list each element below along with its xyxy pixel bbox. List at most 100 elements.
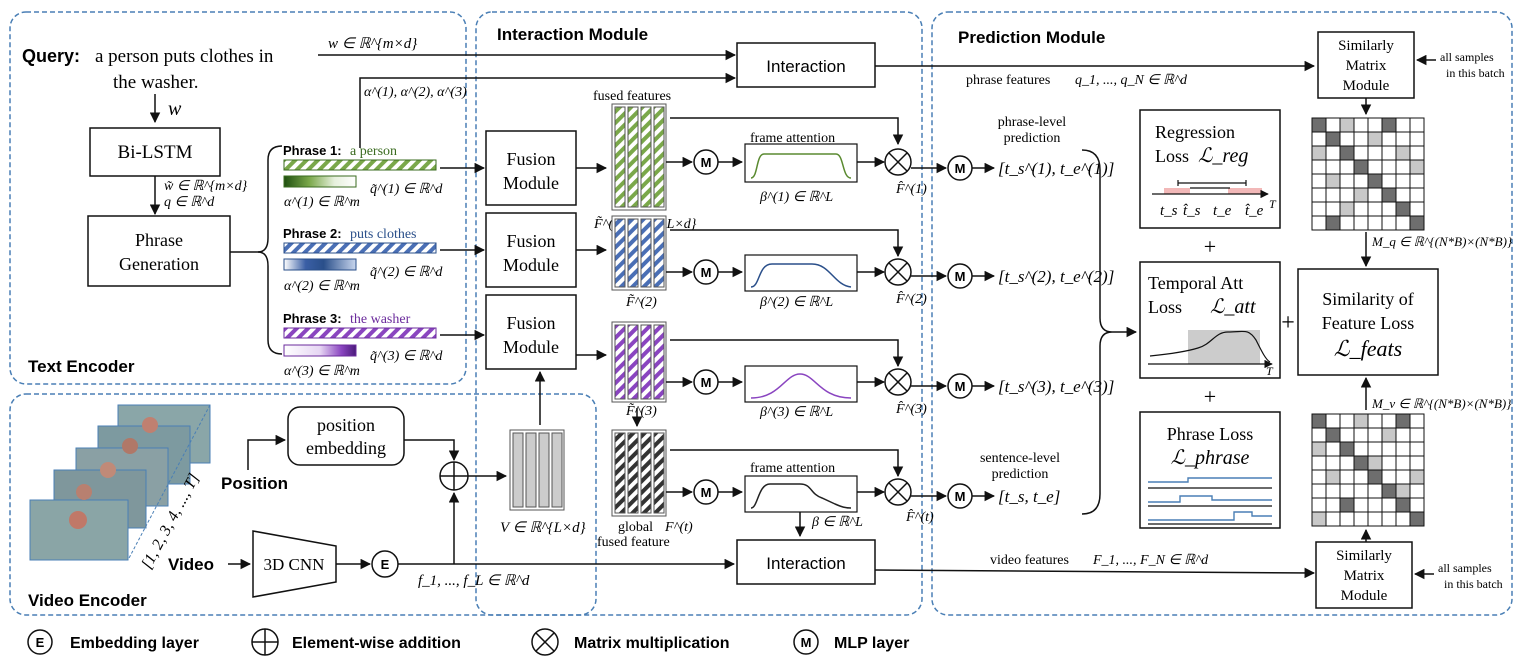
matrix-cell [1395,455,1411,471]
legend-embedding-icon [27,629,53,655]
matrix-cell [1395,511,1411,527]
att-line1: Temporal Att [1148,273,1243,293]
V-feature-stack [509,429,565,511]
video-label: Video [168,555,214,574]
matrix-cell [1409,131,1425,147]
matrix-cell [1311,145,1327,161]
matrix-cell [1395,413,1411,429]
Mv-label: M_v ∈ ℝ^{(N*B)×(N*B)} [1371,396,1512,411]
phrase-loss-box [1139,411,1281,529]
matrix-cell [1353,117,1369,133]
beta-1: β^(1) ∈ ℝ^L [759,190,833,205]
text-encoder-box [9,11,467,385]
matrix-cell [1395,131,1411,147]
matrix-cell [1325,441,1341,457]
matrix-cell [1409,455,1425,471]
matrix-cell [1339,441,1355,457]
legend-embedding-label: Embedding layer [70,635,199,652]
reg-sym: ℒ_reg [1198,145,1248,167]
matrix-cell [1409,201,1425,217]
matrix-cell [1325,427,1341,443]
matrix-cell [1353,469,1369,485]
fusion1-line2: Module [503,173,559,193]
F-hat-2: F̂^(2) [895,291,927,307]
matrix-cell [1381,497,1397,513]
matrix-cell [1339,159,1355,175]
matrix-cell [1325,145,1341,161]
legend-multiplication-label: Matrix multiplication [574,635,730,652]
phrase-generation-box [87,215,231,287]
matrix-cell [1353,497,1369,513]
sim-bottom-line3: Module [1341,588,1388,604]
prediction-row-2: M [947,263,996,289]
interaction-bottom-box [736,539,876,585]
matrix-cell [1381,131,1397,147]
phrase-loss-line1: Phrase Loss [1167,424,1254,444]
matrix-cell [1381,159,1397,175]
matrix-cell [1339,483,1355,499]
phrase2-embedding [283,242,437,254]
legend-embedding-symbol: E [36,635,45,650]
phrase-features-label: phrase features [966,73,1050,88]
matrix-cell [1353,201,1369,217]
matrix-cell [1311,131,1327,147]
video-frames-stack [29,404,211,561]
att-sym: ℒ_att [1210,296,1256,318]
matrix-cell [1395,145,1411,161]
prediction-row-3: M [947,373,996,399]
matrix-cell [1325,497,1341,513]
sim-bottom-line1: Similarly [1336,548,1392,564]
matrix-cell [1381,469,1397,485]
matrix-cell [1381,145,1397,161]
matrix-cell [1325,159,1341,175]
mlp2-label: M [701,265,712,280]
matrix-cell [1367,441,1383,457]
matrix-cell [1381,413,1397,429]
video-encoder-title: Video Encoder [28,591,147,610]
matrix-cell [1325,511,1341,527]
plus-1: + [1204,234,1216,259]
fusion3-line2: Module [503,337,559,357]
matrix-cell [1339,215,1355,231]
query-label: Query: [22,46,80,66]
matrix-cell [1367,483,1383,499]
alpha3-label: α^(3) ∈ ℝ^m [284,364,360,379]
w-symbol: w [168,98,182,120]
matrix-cell [1381,483,1397,499]
matrix-cell [1311,117,1327,133]
matrix-cell [1381,455,1397,471]
matrix-cell [1339,427,1355,443]
pred-mlp3-label: M [955,379,966,394]
branch-row-1: M [666,117,948,183]
sentence-level-line2: prediction [992,467,1049,482]
reg-line2: Loss [1155,146,1189,166]
w-dim: w ∈ ℝ^{m×d} [328,36,417,52]
qtilde3-label: q̃^(3) ∈ ℝ^d [370,349,443,364]
frame-attention-label-2: frame attention [750,461,835,476]
alpha1-bar [283,175,357,188]
phrase1-label: Phrase 1: [283,143,342,158]
reg-line1: Regression [1155,122,1235,142]
w-tilde-dim: w̃ ∈ ℝ^{m×d} [164,179,248,194]
branch-row-global: M [666,449,948,538]
matrix-cell [1353,511,1369,527]
fusion-module-3 [485,294,577,370]
matrix-cell [1311,187,1327,203]
reg-axis-te-hat: t̂_e [1245,203,1264,219]
regression-loss-box [1139,109,1281,229]
matrix-cell [1367,187,1383,203]
reg-axis-T: T [1269,197,1277,211]
query-text-line1: a person puts clothes in [95,46,274,67]
matrix-cell [1409,173,1425,189]
phrase-gen-line2: Generation [119,254,199,274]
output-global: [t_s, t_e] [998,487,1060,506]
att-axis-T: T [1266,364,1274,378]
plus-3: + [1281,310,1295,336]
matrix-cell [1353,215,1369,231]
matrix-cell [1409,159,1425,175]
f-dim: f_1, ..., f_L ∈ ℝ^d [418,573,530,589]
matrix-cell [1395,117,1411,133]
3d-cnn-label: 3D CNN [264,555,325,574]
global-symbol: F^(t) [664,520,693,535]
matrix-cell [1311,413,1327,429]
